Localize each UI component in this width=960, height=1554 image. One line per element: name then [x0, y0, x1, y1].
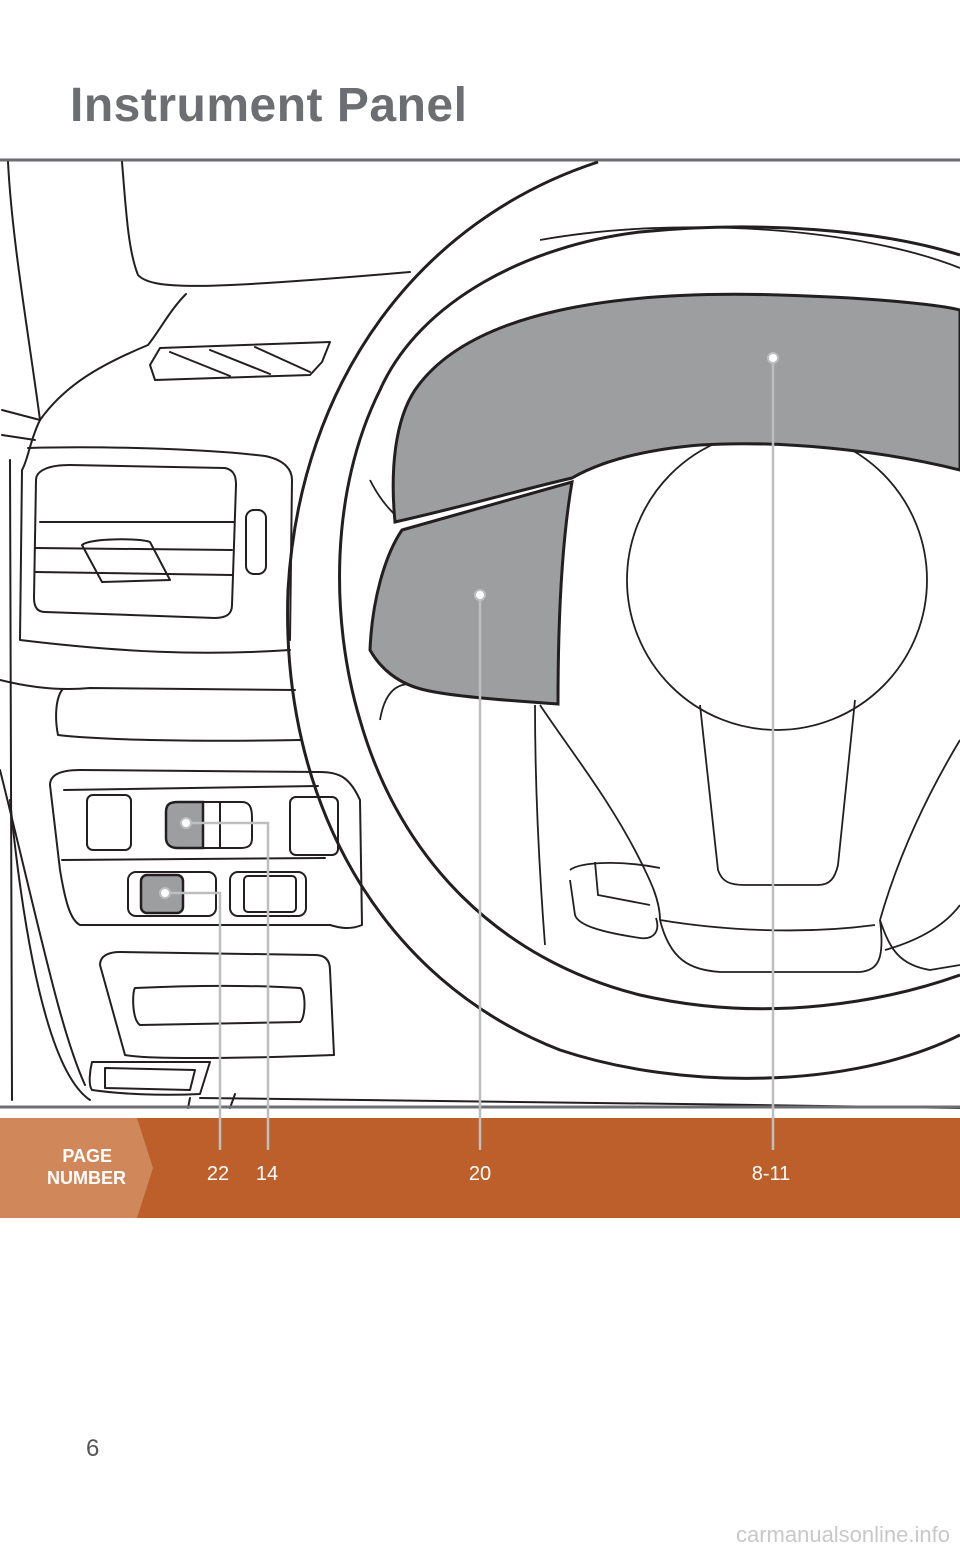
callout-page-22: 22	[207, 1163, 229, 1185]
footer-page-number: 6	[86, 1435, 100, 1462]
leader-dots	[159, 352, 779, 899]
airbag-hub	[626, 429, 928, 731]
instrument-cluster	[391, 292, 960, 524]
callout-page-14: 14	[256, 1163, 278, 1185]
leader-dot-20	[474, 589, 486, 601]
page-title: Instrument Panel	[70, 79, 468, 132]
steering-wheel-left-spoke	[368, 479, 574, 706]
leader-22	[165, 891, 222, 1150]
page-label-line2: NUMBER	[47, 1168, 126, 1188]
steering-wheel	[286, 160, 960, 1080]
page-number-label-tab	[0, 1118, 153, 1218]
leader-dot-14	[180, 817, 192, 829]
watermark[interactable]: carmanualsonline.info	[735, 1522, 950, 1547]
callout-page-8-11: 8-11	[752, 1163, 791, 1185]
leader-dot-22	[159, 887, 171, 899]
leader-dot-8-11	[767, 352, 779, 364]
callout-page-20: 20	[469, 1163, 491, 1185]
leader-14	[186, 821, 270, 1150]
page-label-line1: PAGE	[62, 1146, 112, 1166]
steering-wheel-inner	[369, 226, 960, 973]
leader-lines	[165, 358, 775, 1150]
